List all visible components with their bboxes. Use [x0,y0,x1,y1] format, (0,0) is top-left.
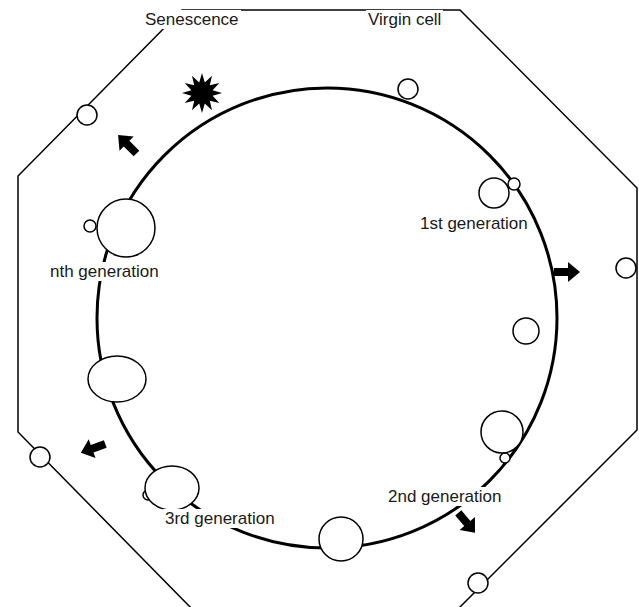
stage-label: 1st generation [418,214,530,233]
senescence-star [182,73,222,113]
stage-label: Virgin cell [366,10,443,29]
cells [30,79,636,593]
octagon-frame [18,10,637,607]
stage-label: 3rd generation [163,509,277,528]
stage-label: 2nd generation [386,487,503,506]
stage-label: Senescence [143,10,241,29]
release-arrows [77,128,580,539]
life-cycle-ring [97,88,557,548]
stage-label: nth generation [48,262,161,281]
